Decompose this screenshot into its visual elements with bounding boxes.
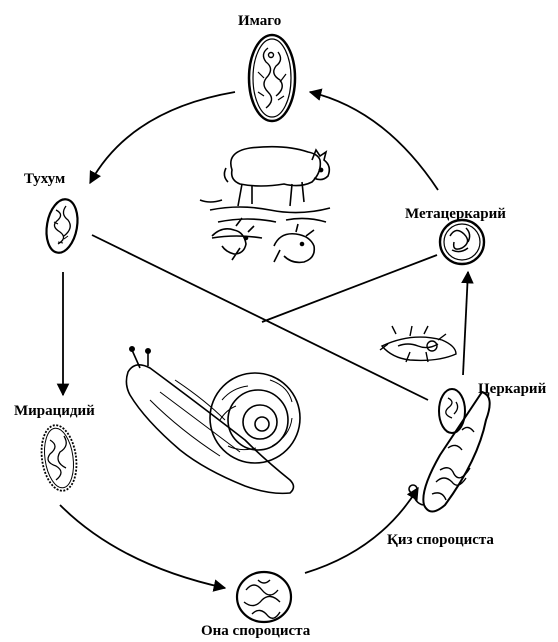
snail-illustration bbox=[126, 347, 300, 494]
line-egg-to-cercaria bbox=[92, 235, 428, 400]
miracidium-illustration bbox=[38, 423, 81, 493]
label-imago: Имаго bbox=[238, 14, 281, 29]
arrow-imago-to-egg bbox=[90, 92, 235, 183]
imago-illustration bbox=[249, 35, 295, 121]
label-cercaria: Церкарий bbox=[478, 382, 546, 397]
arrow-mother-to-daughter-sporocyst bbox=[305, 488, 418, 573]
cycle-arrows bbox=[60, 92, 468, 588]
label-miracidium: Мирацидий bbox=[14, 404, 95, 419]
label-daughter-sporocyst: Қиз спороциста bbox=[387, 533, 494, 548]
line-center-to-metacercaria bbox=[262, 255, 437, 322]
egg-illustration bbox=[43, 197, 82, 255]
metacercaria-illustration bbox=[440, 220, 484, 264]
arrow-metacercaria-to-imago bbox=[310, 92, 438, 190]
label-egg: Тухум bbox=[24, 172, 65, 187]
cercaria-illustration bbox=[409, 389, 490, 512]
grazing-animals-illustration bbox=[200, 147, 330, 263]
label-mother-sporocyst: Она спороциста bbox=[201, 624, 310, 639]
arrow-cercaria-to-metacercaria bbox=[463, 272, 468, 375]
water-plant-illustration bbox=[380, 326, 456, 362]
label-metacercaria: Метацеркарий bbox=[405, 207, 506, 222]
arrow-miracidium-to-mother-sporocyst bbox=[60, 505, 225, 588]
mother-sporocyst-illustration bbox=[237, 572, 291, 622]
